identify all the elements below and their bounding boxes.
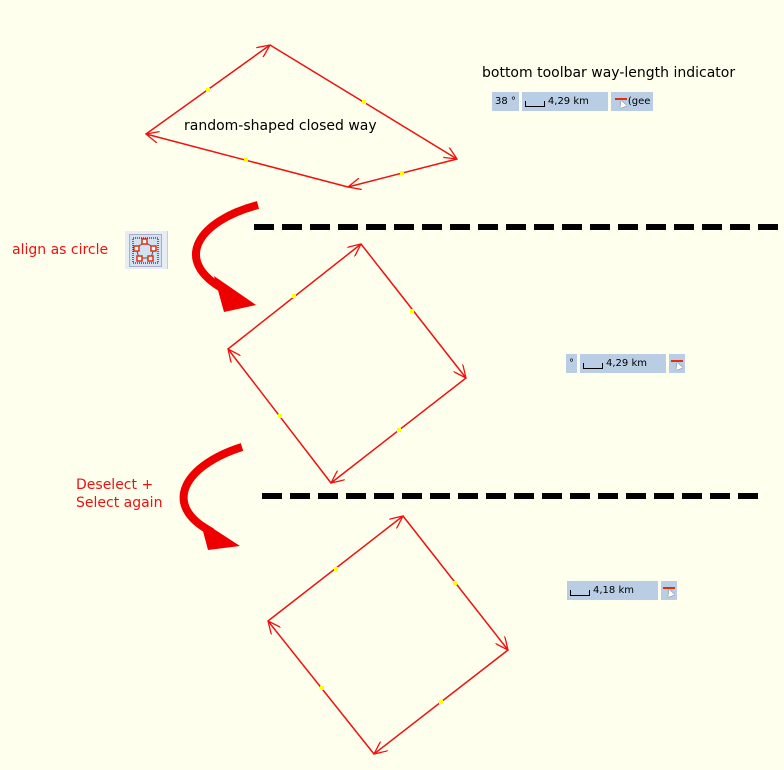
align-circle-icon (132, 237, 159, 264)
way-select-icon (662, 585, 676, 597)
step2-label-1: Deselect + (76, 477, 154, 493)
way-original (146, 45, 457, 187)
step-arrow-2 (179, 443, 244, 536)
step-arrow-1 (192, 201, 260, 294)
way-select-icon (614, 96, 628, 108)
toolbar-caption: bottom toolbar way-length indicator (482, 65, 736, 81)
length-value: 4,29 km (606, 358, 647, 369)
length-field: 4,29 km (580, 354, 666, 373)
step2-label-2: Select again (76, 495, 163, 511)
length-field: 4,29 km (521, 92, 608, 111)
way-reselected (268, 516, 508, 754)
ruler-icon (524, 100, 545, 107)
statusbar-3: 4,18 km (567, 581, 680, 600)
length-value: 4,29 km (547, 96, 589, 107)
angle-field: 38 ° (492, 92, 519, 111)
step1-label: align as circle (12, 242, 109, 258)
selection-text: (gee (627, 96, 651, 107)
way-select-icon (670, 358, 684, 370)
selection-field (661, 581, 677, 600)
length-field: 4,18 km (567, 581, 658, 600)
way-aligned (228, 244, 466, 483)
ruler-icon (583, 362, 603, 369)
statusbar-2: ° 4,29 km (566, 354, 688, 373)
selection-field (669, 354, 685, 373)
selection-field: (gee (610, 92, 654, 111)
align-circle-button[interactable] (129, 234, 162, 267)
step-arrow-1-head (214, 276, 256, 312)
angle-field: ° (566, 354, 577, 373)
shape-caption: random-shaped closed way (184, 118, 377, 134)
align-circle-toolbar (125, 231, 168, 269)
statusbar-1: 38 ° 4,29 km (gee (492, 92, 656, 111)
length-value: 4,18 km (593, 585, 634, 596)
midpoint-markers (206, 88, 457, 704)
ruler-icon (570, 589, 590, 596)
step-arrow-2-head (200, 520, 240, 550)
